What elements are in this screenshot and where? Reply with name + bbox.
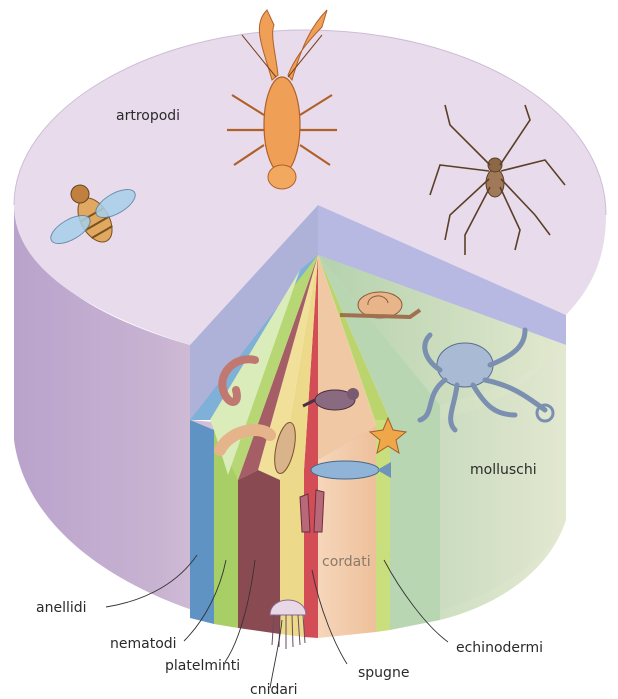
- label-cnidari: cnidari: [250, 682, 298, 698]
- label-platelminti: platelminti: [165, 658, 240, 674]
- label-echinodermi: echinodermi: [456, 640, 543, 656]
- label-molluschi: molluschi: [470, 462, 537, 478]
- label-anellidi: anellidi: [36, 600, 87, 616]
- label-artropodi: artropodi: [116, 108, 180, 124]
- anellidi-face: [190, 420, 214, 624]
- label-cordati: cordati: [322, 554, 371, 570]
- cordati-face: [318, 425, 376, 638]
- label-spugne: spugne: [358, 665, 409, 681]
- label-nematodi: nematodi: [110, 636, 177, 652]
